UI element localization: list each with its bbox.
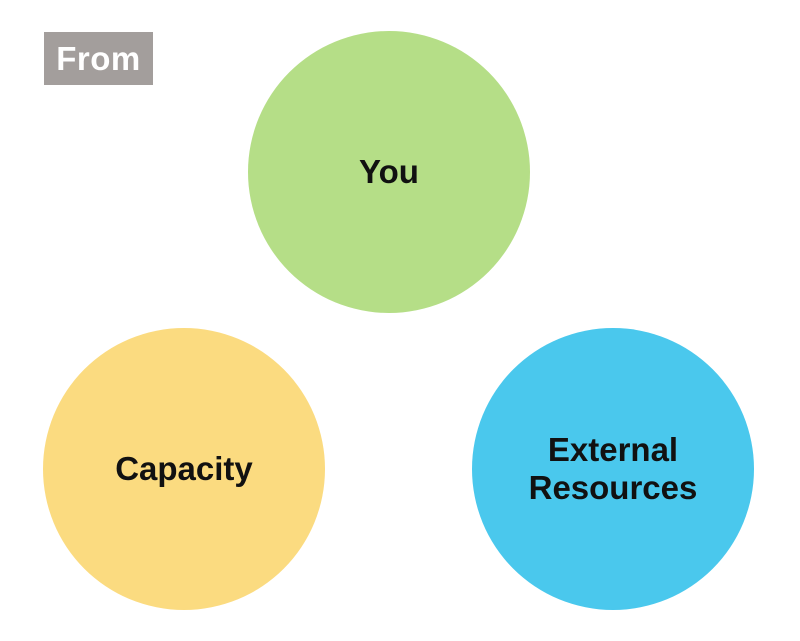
capacity-label: Capacity [115, 450, 253, 487]
from-tag: From [44, 32, 153, 85]
capacity-circle: Capacity [43, 328, 325, 610]
you-label: You [359, 153, 419, 190]
external-resources-label-line-2: Resources [528, 469, 698, 506]
external-resources-label-line-1: External [547, 431, 679, 468]
you-circle: You [248, 31, 530, 313]
external-resources-circle: External Resources [472, 328, 754, 610]
external-resources-label: External Resources [529, 431, 698, 507]
